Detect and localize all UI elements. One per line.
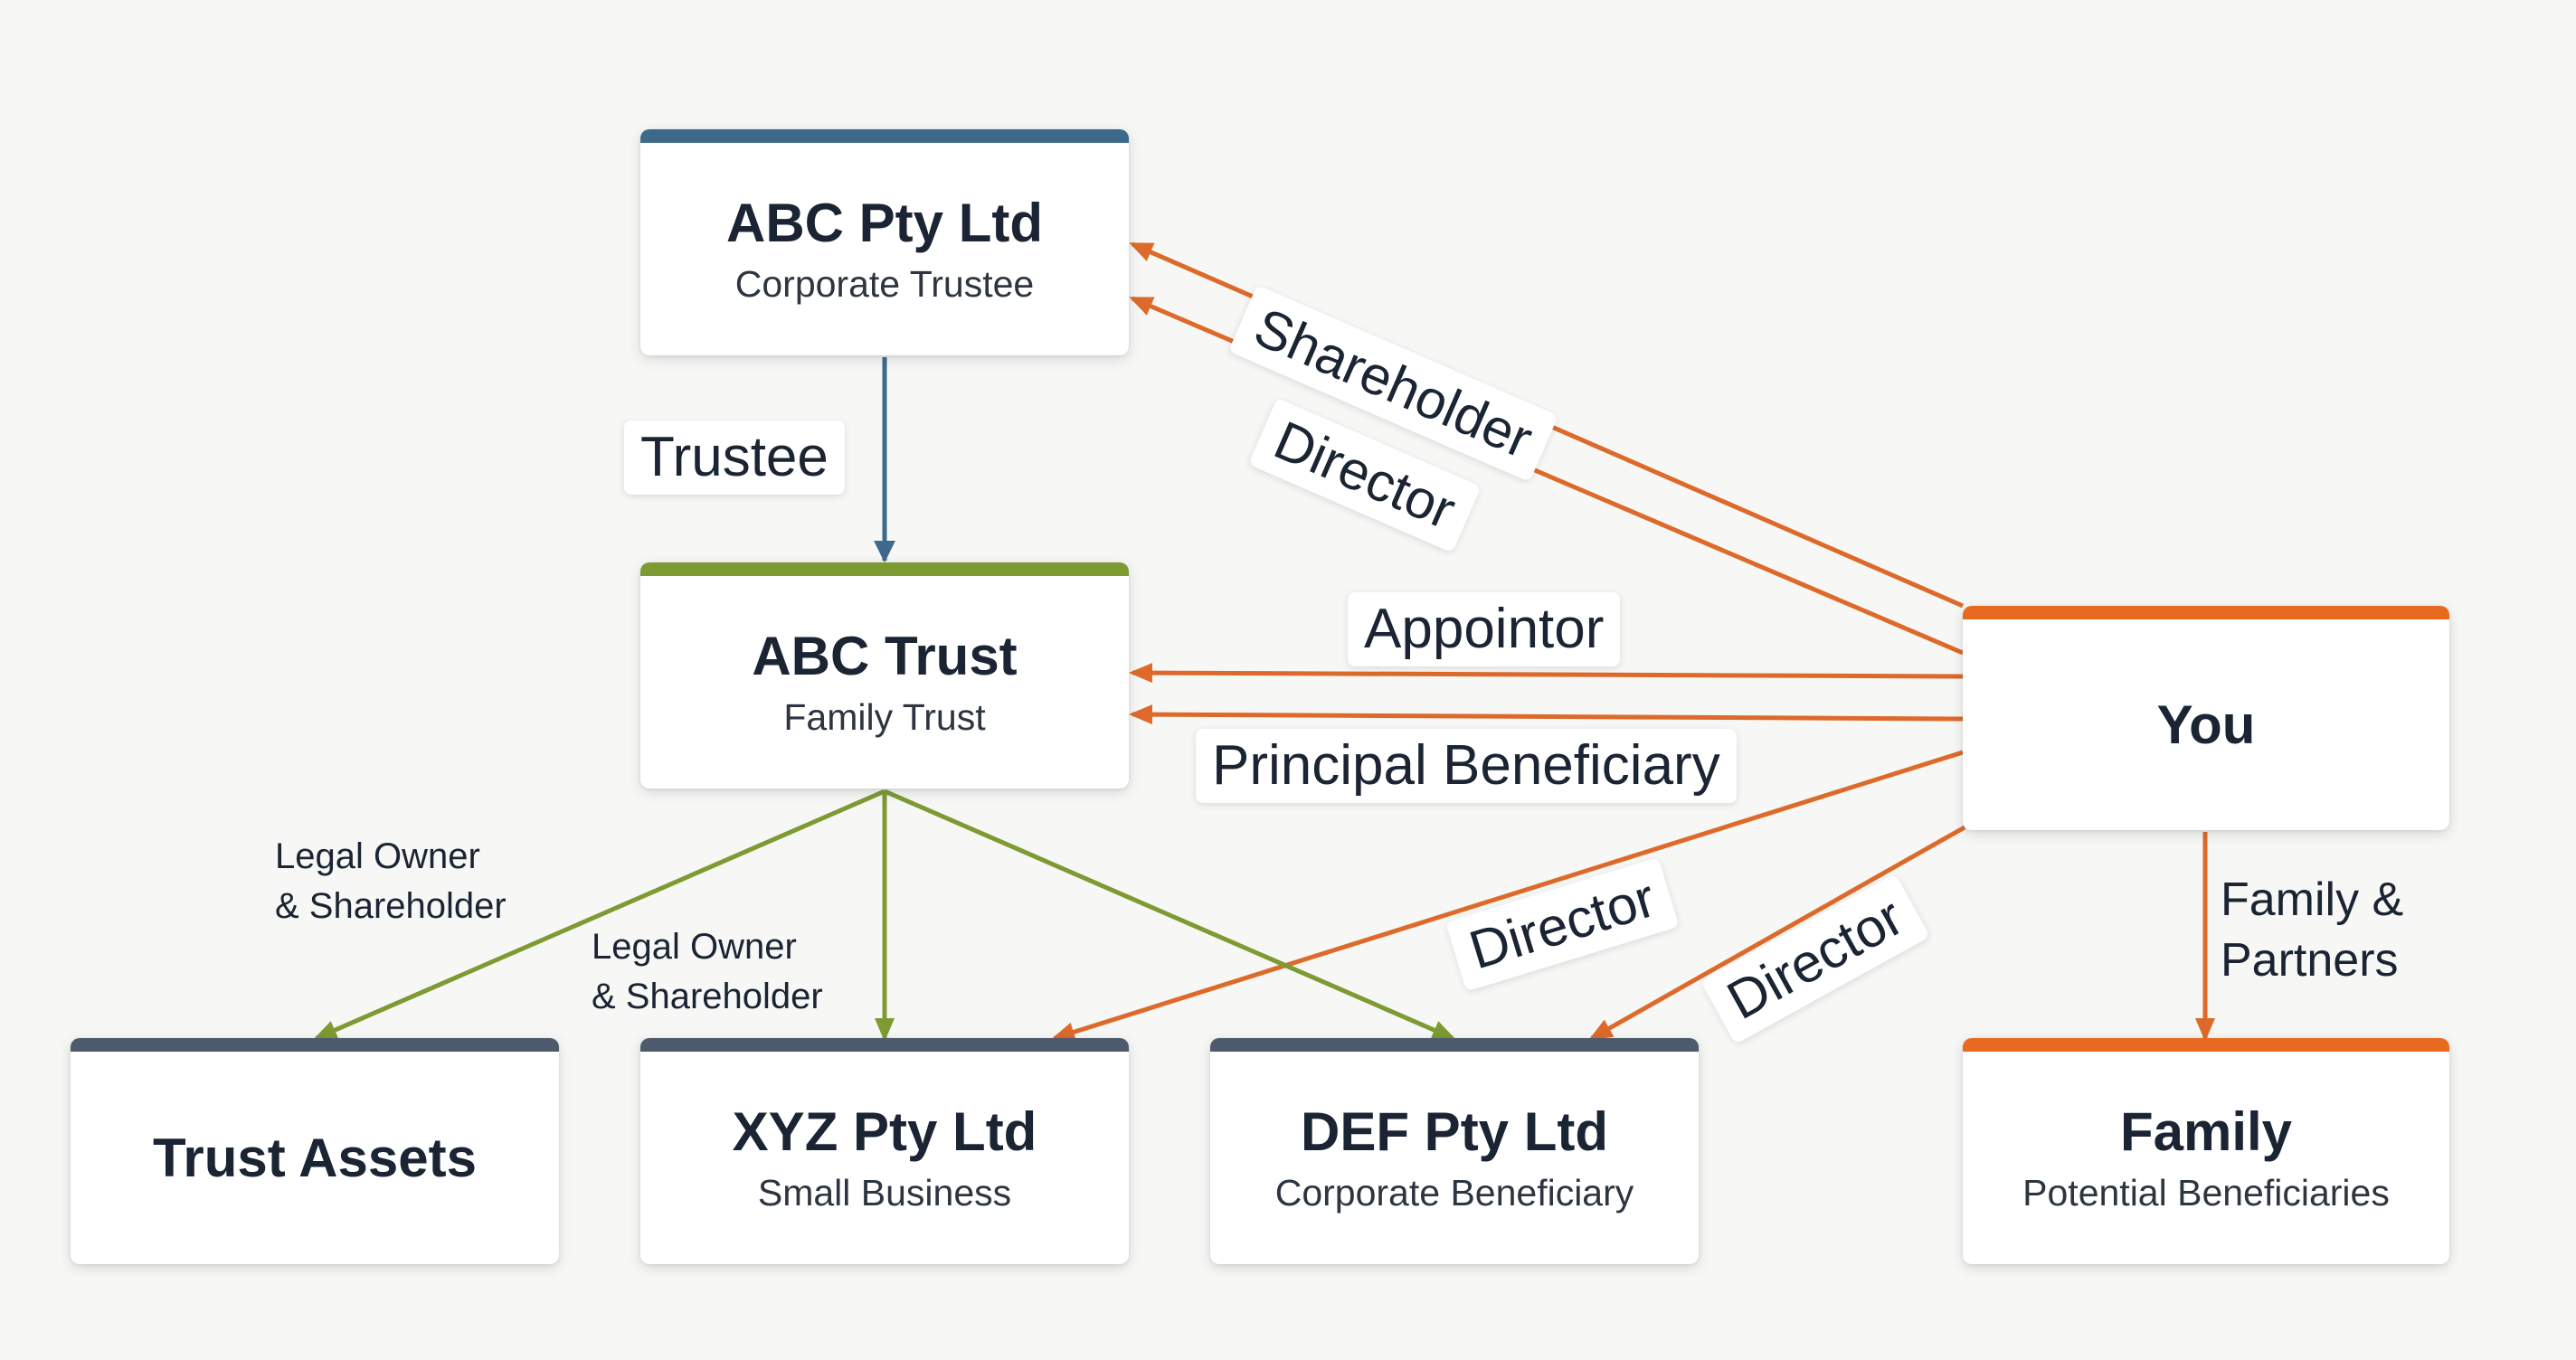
label-legal-owner-xyz: Legal Owner & Shareholder xyxy=(592,922,823,1022)
node-accent-bar xyxy=(640,562,1129,576)
label-line: Legal Owner xyxy=(592,927,797,967)
legal-owner-def-arrow xyxy=(884,789,1456,1041)
node-accent-bar xyxy=(1963,1038,2449,1052)
node-subtitle: Potential Beneficiaries xyxy=(2022,1172,2390,1214)
node-subtitle: Corporate Beneficiary xyxy=(1274,1172,1634,1214)
node-accent-bar xyxy=(71,1038,559,1052)
label-line: & Shareholder xyxy=(275,886,507,927)
label-line: Partners xyxy=(2221,933,2399,987)
node-subtitle: Family Trust xyxy=(783,696,986,738)
node-title: XYZ Pty Ltd xyxy=(732,1101,1037,1162)
node-subtitle: Small Business xyxy=(757,1172,1012,1214)
node-title: ABC Pty Ltd xyxy=(726,193,1043,253)
label-line: Family & xyxy=(2221,874,2404,926)
label-line: & Shareholder xyxy=(592,977,823,1017)
node-you[interactable]: You xyxy=(1963,606,2449,830)
node-trust-assets[interactable]: Trust Assets xyxy=(71,1038,559,1264)
node-abc-trust[interactable]: ABC Trust Family Trust xyxy=(640,562,1129,789)
node-accent-bar xyxy=(1210,1038,1699,1052)
node-accent-bar xyxy=(1963,606,2449,619)
node-accent-bar xyxy=(640,129,1129,143)
node-def-pty-ltd[interactable]: DEF Pty Ltd Corporate Beneficiary xyxy=(1210,1038,1699,1264)
appointor-arrow xyxy=(1129,663,1964,684)
node-title: Family xyxy=(2119,1101,2293,1162)
node-xyz-pty-ltd[interactable]: XYZ Pty Ltd Small Business xyxy=(640,1038,1129,1264)
node-family[interactable]: Family Potential Beneficiaries xyxy=(1963,1038,2449,1264)
label-appointor: Appointor xyxy=(1348,592,1621,667)
node-title: ABC Trust xyxy=(752,626,1018,686)
trustee-arrowhead xyxy=(874,541,895,562)
label-principal-beneficiary: Principal Beneficiary xyxy=(1196,729,1737,804)
label-trustee: Trustee xyxy=(624,420,845,496)
node-accent-bar xyxy=(640,1038,1129,1052)
node-abc-pty-ltd[interactable]: ABC Pty Ltd Corporate Trustee xyxy=(640,129,1129,355)
director-def-arrow xyxy=(1588,825,1966,1041)
label-family-partners: Family & Partners xyxy=(2221,870,2403,990)
principal-beneficiary-arrow xyxy=(1129,704,1964,725)
node-title: You xyxy=(2156,694,2256,755)
node-title: DEF Pty Ltd xyxy=(1301,1101,1608,1162)
node-title: Trust Assets xyxy=(153,1127,477,1188)
director-xyz-arrow xyxy=(1051,750,1964,1042)
label-legal-owner-assets: Legal Owner & Shareholder xyxy=(275,832,507,931)
label-line: Legal Owner xyxy=(275,836,480,876)
node-subtitle: Corporate Trustee xyxy=(734,263,1035,305)
legal-owner-assets-arrow xyxy=(313,789,886,1041)
